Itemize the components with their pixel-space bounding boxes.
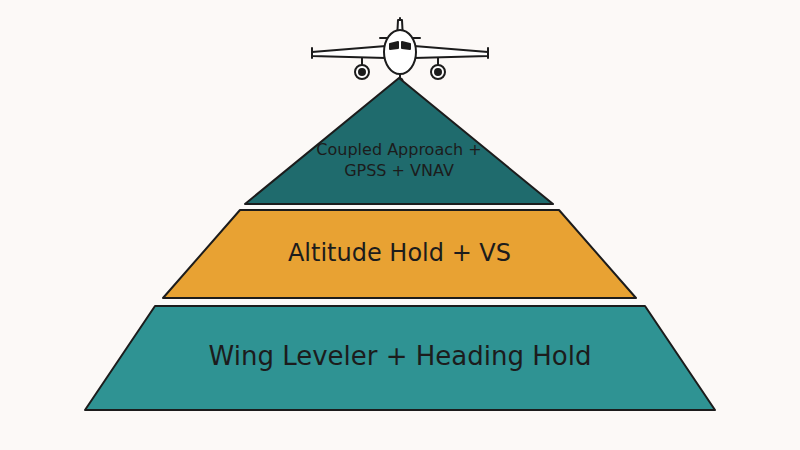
airplane-icon	[312, 18, 488, 84]
engine	[355, 65, 369, 79]
tier-label: Altitude Hold + VS	[185, 238, 615, 269]
pylon	[362, 58, 438, 65]
tier-label: Wing Leveler + Heading Hold	[120, 340, 680, 374]
pyramid-middle-tier: Altitude Hold + VS	[163, 210, 636, 298]
tier-outline	[85, 306, 715, 410]
tier-label: Coupled Approach + GPSS + VNAV	[312, 140, 487, 182]
engine	[431, 65, 445, 79]
engine	[359, 69, 365, 75]
pyramid-base-tier: Wing Leveler + Heading Hold	[85, 306, 715, 410]
engine	[435, 69, 441, 75]
pyramid-top-tier: Coupled Approach + GPSS + VNAV	[245, 78, 553, 204]
fuselage	[384, 30, 416, 74]
cockpit-window	[390, 42, 410, 49]
tier-outline	[245, 78, 553, 204]
tier-outline	[163, 210, 636, 298]
